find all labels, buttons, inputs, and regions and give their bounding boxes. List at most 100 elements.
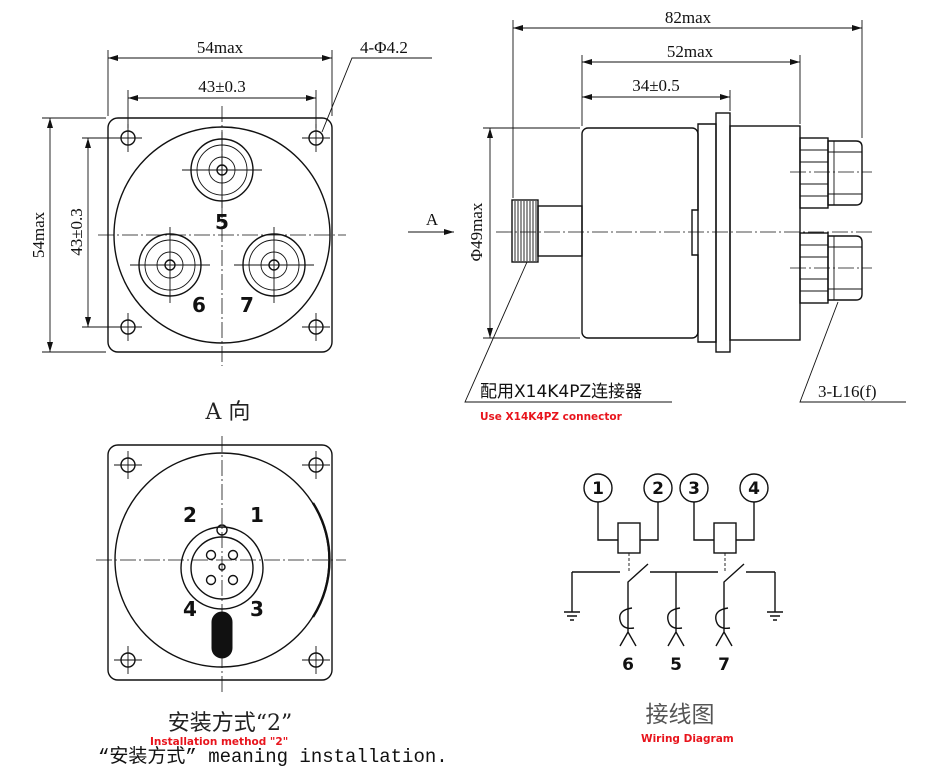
gland-callout: 3-L16(f): [799, 301, 906, 403]
mechanical-linkage: [628, 553, 726, 572]
relay-coil-1: [617, 522, 641, 554]
stub-thread: [511, 199, 539, 263]
pin-label-2: 2: [183, 503, 197, 527]
switch-blades: [627, 563, 745, 606]
socket-symbol-7: [715, 606, 733, 647]
pin-label-3: 3: [250, 597, 264, 621]
connector-crosshair: [182, 132, 262, 208]
hole-spacing-v-dimension: 43±0.3: [67, 137, 120, 328]
coil-1-wires: [597, 502, 659, 541]
gland-nut: [799, 137, 829, 209]
overall-length-dimension: 82max: [512, 8, 863, 198]
terminal-label-4: 4: [748, 479, 760, 499]
terminals: 1 2 3 4: [583, 473, 769, 503]
socket-symbol-5: [667, 606, 685, 647]
footnote: “安装方式” meaning installation.: [98, 745, 448, 768]
thread-hatch: [514, 201, 537, 261]
socket-pin: [205, 574, 217, 586]
connector-label-7: 7: [240, 293, 254, 317]
hole-spacing-v-text: 43±0.3: [67, 208, 86, 256]
body-step: [691, 123, 717, 343]
socket-symbol: [667, 606, 685, 647]
terminal-label-2: 2: [652, 479, 664, 499]
connector-5: [182, 132, 262, 208]
nut-faces: [800, 244, 828, 292]
height-dimension: 54max: [29, 117, 106, 353]
flange-offset-text: 34±0.5: [632, 76, 680, 95]
pin-label-4: 4: [183, 597, 197, 621]
side-flange: [715, 112, 731, 353]
cap-lines: [828, 141, 862, 205]
body-length-dimension: 52max: [581, 42, 801, 126]
housing-edge-arc: [311, 502, 331, 618]
extension-lines: [483, 127, 580, 339]
relay-body: [581, 127, 699, 339]
mounting-holes: [114, 124, 330, 341]
socket-pin: [227, 549, 239, 561]
socket-connector: [180, 524, 264, 610]
socket-key: [216, 524, 228, 536]
contact-lines: [571, 571, 776, 612]
side-view: 82max 52max 34±0.5 Φ49max A 配用X14K4PZ连接器…: [408, 8, 906, 423]
wiring-diagram-title-translation: Wiring Diagram: [641, 733, 734, 745]
socket-center-pin: [218, 563, 226, 571]
coil-2-wires: [693, 502, 755, 541]
installation-caption: 安装方式“2”: [168, 711, 293, 736]
socket-outer-ring: [180, 526, 264, 610]
stub-neck: [537, 205, 583, 257]
connector-label-6: 6: [192, 293, 206, 317]
view-a-title: A 向: [205, 400, 251, 425]
mounting-holes: [114, 451, 330, 674]
width-dimension-text: 54max: [197, 38, 244, 57]
connector-callout: 配用X14K4PZ连接器 Use X14K4PZ connector: [464, 261, 672, 423]
gland-cap: [827, 140, 863, 206]
gland-cap: [827, 235, 863, 301]
height-dimension-text: 54max: [29, 211, 48, 258]
hole-crosshairs: [114, 451, 330, 674]
connector-note-translation: Use X14K4PZ connector: [480, 411, 623, 423]
terminal-label-3: 3: [688, 479, 700, 499]
flange-offset-dimension: 34±0.5: [582, 76, 731, 111]
nut-faces: [800, 149, 828, 197]
connector-crosshair: [234, 227, 314, 303]
connector-label-5: 5: [215, 210, 229, 234]
connector-stub: [511, 199, 583, 263]
gland-spec-text: 3-L16(f): [818, 382, 877, 401]
socket-pin: [205, 549, 217, 561]
upper-cable-gland: [799, 137, 863, 209]
hole-spacing-h-dimension: 43±0.3: [127, 77, 317, 128]
drain-slot: [211, 611, 233, 659]
diameter-dimension: Φ49max: [467, 127, 580, 339]
ground-symbol-left: [564, 611, 580, 621]
overall-length-text: 82max: [665, 8, 712, 27]
mounting-flange: [107, 444, 333, 681]
wiring-diagram-title: 接线图: [646, 702, 715, 728]
leader-line: [464, 261, 672, 403]
view-direction-arrow: A: [408, 210, 454, 235]
width-dimension: 54max: [107, 38, 333, 116]
socket-inner-ring: [190, 536, 254, 600]
contact-label-6: 6: [622, 655, 634, 675]
extension-lines: [512, 20, 863, 198]
extension-lines: [581, 55, 801, 126]
connector-note: 配用X14K4PZ连接器: [480, 382, 642, 402]
leader-line: [321, 57, 432, 133]
wiring-diagram: 1 2 3 4 6 5 7: [564, 473, 783, 675]
diameter-text: Φ49max: [467, 202, 486, 261]
terminal-label-1: 1: [592, 479, 604, 499]
hole-spec-callout: 4-Φ4.2: [321, 38, 432, 133]
view-arrow-label: A: [426, 210, 439, 229]
contact-label-5: 5: [670, 655, 682, 675]
socket-pin: [227, 574, 239, 586]
front-view: 5 6 7 54max 43±0.3 4-Φ4.2 54max 43±0.3: [29, 38, 432, 366]
connector-7: [234, 227, 314, 303]
extension-lines: [107, 50, 333, 116]
socket-symbol-6: [619, 606, 637, 647]
pin-label-1: 1: [250, 503, 264, 527]
rear-housing: [729, 125, 801, 341]
socket-symbol: [715, 606, 733, 647]
hole-crosshairs: [114, 124, 330, 341]
connector-crosshair: [130, 227, 210, 303]
ground-symbol-right: [767, 611, 783, 621]
